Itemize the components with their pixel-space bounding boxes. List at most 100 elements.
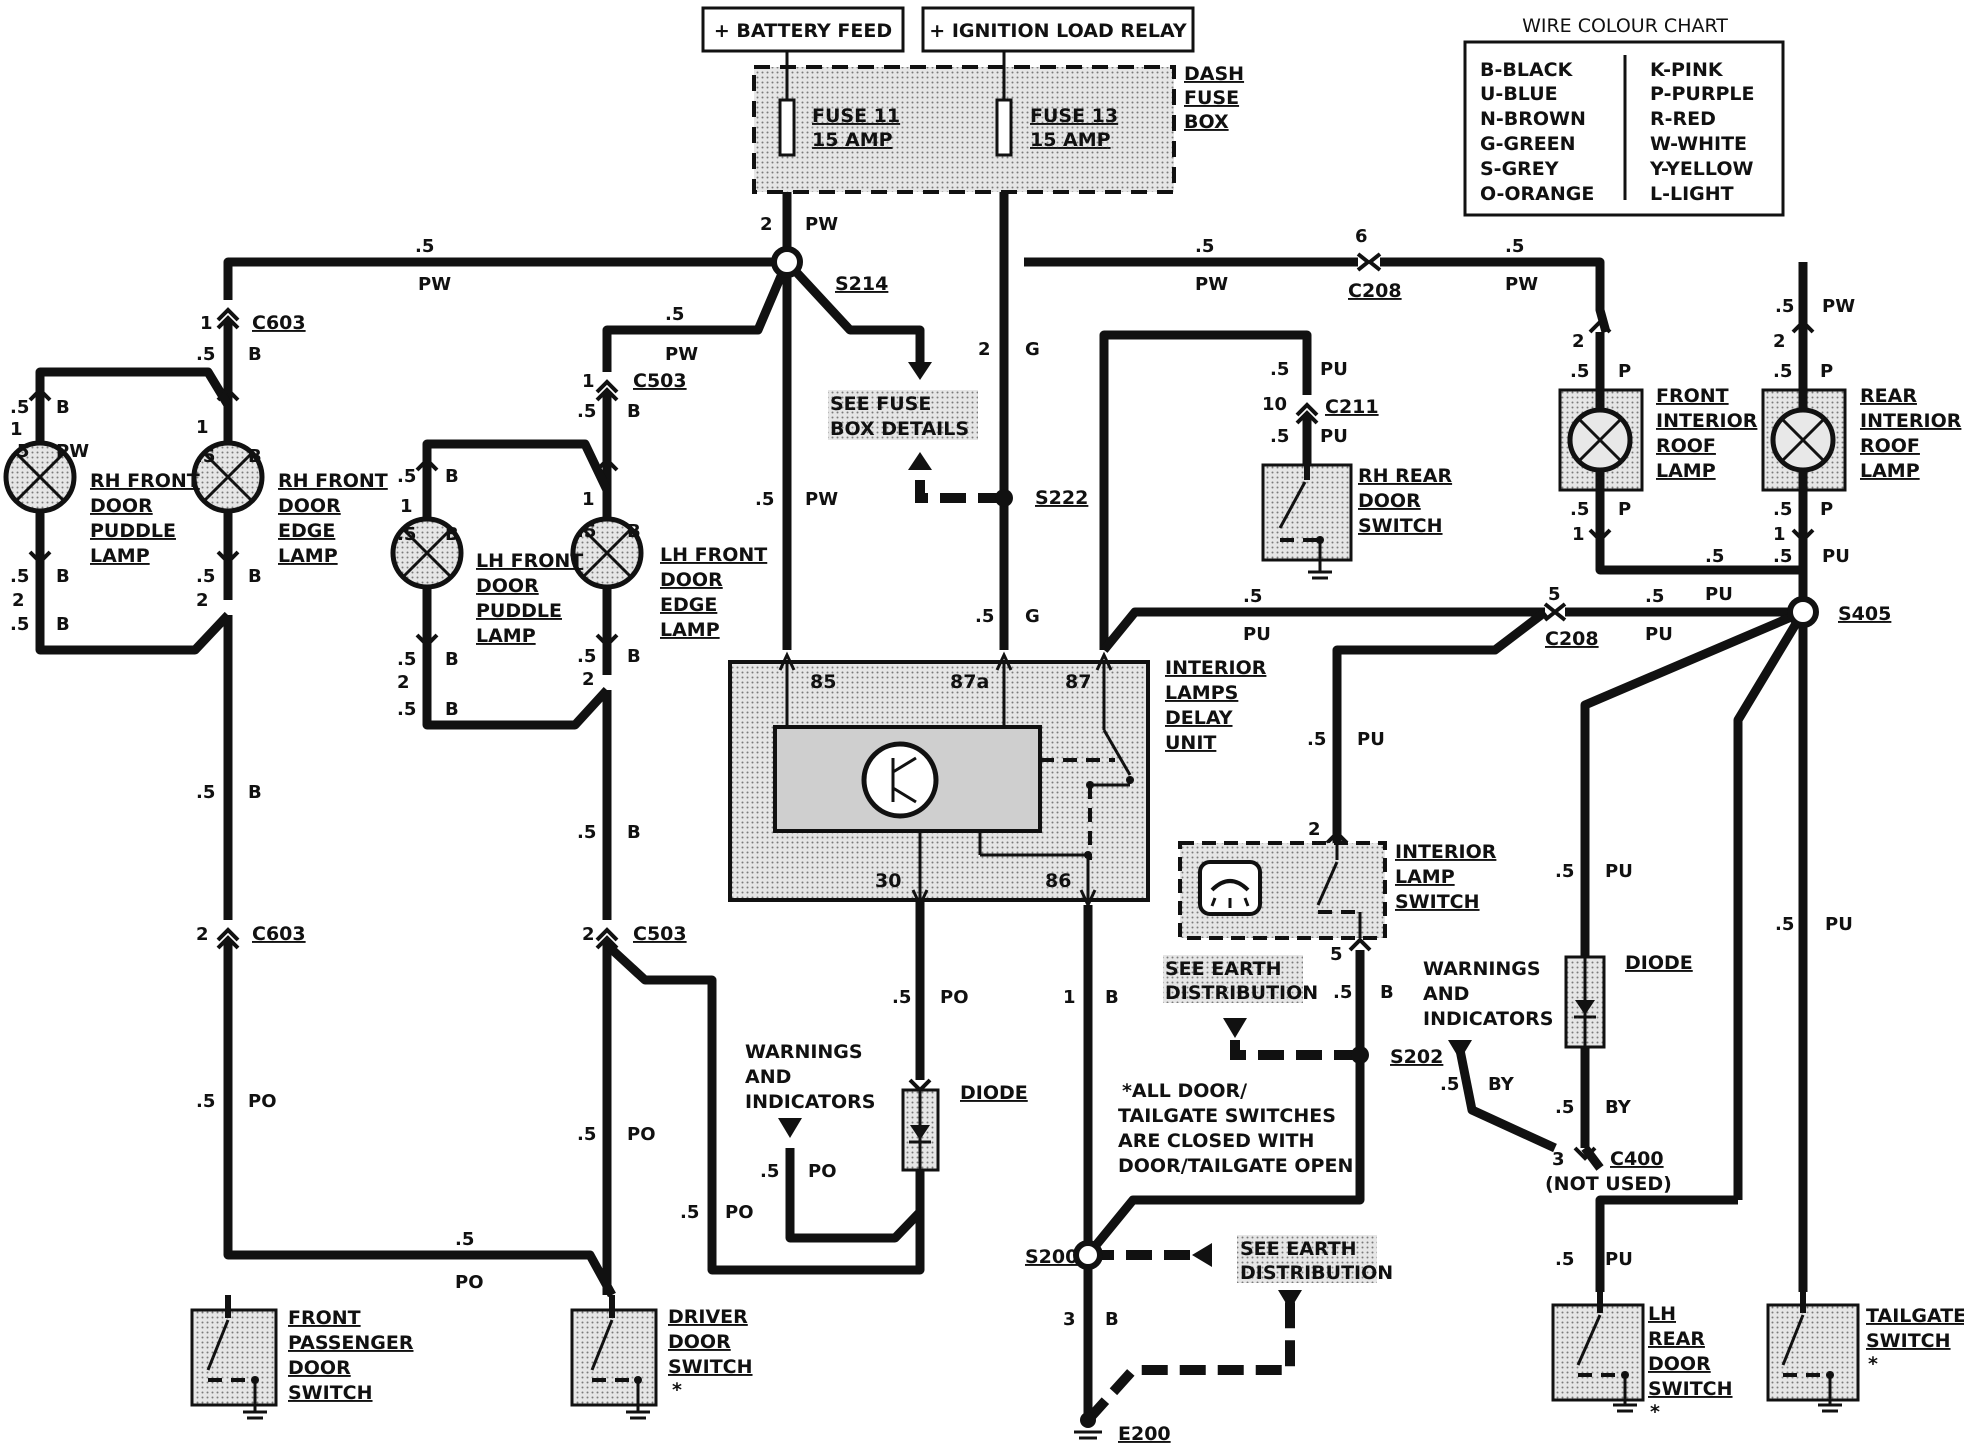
svg-text:DASH: DASH: [1184, 63, 1244, 85]
arrows: [778, 362, 1472, 1310]
svg-text:EDGE: EDGE: [278, 520, 335, 542]
see-fuse-box-details-note: SEE FUSE BOX DETAILS: [828, 390, 978, 440]
svg-text:1: 1: [1572, 524, 1585, 545]
lh-front-door-edge-lamp-symbol: [570, 490, 644, 635]
see-earth-distribution-note-1: SEE EARTH DISTRIBUTION: [1163, 955, 1318, 1004]
ignition-load-relay-box: + IGNITION LOAD RELAY: [921, 6, 1195, 53]
svg-text:2: 2: [12, 590, 25, 611]
svg-text:C503: C503: [633, 923, 687, 945]
svg-text:W-WHITE: W-WHITE: [1650, 133, 1747, 155]
svg-text:DOOR: DOOR: [476, 575, 539, 597]
interior-lamps-delay-unit-label: INTERIOR LAMPS DELAY UNIT: [1165, 657, 1267, 754]
dash-fuse-box: FUSE 11 15 AMP FUSE 13 15 AMP: [752, 51, 1176, 194]
wire-colour-chart-title: WIRE COLOUR CHART: [1522, 15, 1728, 37]
svg-text:PU: PU: [1243, 624, 1271, 645]
svg-text:.5: .5: [1705, 546, 1724, 567]
svg-text:.5: .5: [577, 822, 596, 843]
front-passenger-door-switch-label: FRONT PASSENGER DOOR SWITCH: [288, 1307, 414, 1404]
svg-text:G-GREEN: G-GREEN: [1480, 133, 1576, 155]
relay-pin-labels: 85 87a 87 30 86: [810, 671, 1091, 892]
svg-text:.5: .5: [1555, 1097, 1574, 1118]
svg-text:S-GREY: S-GREY: [1480, 158, 1559, 180]
svg-text:.5: .5: [577, 521, 596, 542]
svg-text:.5: .5: [1195, 236, 1214, 257]
svg-text:PUDDLE: PUDDLE: [476, 600, 562, 622]
svg-text:2: 2: [582, 669, 595, 690]
splice-s405: [1787, 596, 1819, 628]
svg-text:2: 2: [1572, 331, 1585, 352]
svg-text:S222: S222: [1035, 487, 1088, 509]
svg-text:DISTRIBUTION: DISTRIBUTION: [1240, 1262, 1393, 1284]
warnings-indicators-left-note: WARNINGS AND INDICATORS: [745, 1041, 875, 1113]
svg-text:LAMPS: LAMPS: [1165, 682, 1238, 704]
svg-text:.5: .5: [577, 646, 596, 667]
svg-text:PO: PO: [808, 1161, 837, 1182]
svg-text:LH FRONT: LH FRONT: [476, 550, 583, 572]
svg-text:2: 2: [196, 590, 209, 611]
diode-right-label: DIODE: [1625, 952, 1693, 974]
svg-text:.5: .5: [755, 489, 774, 510]
svg-text:FUSE: FUSE: [1184, 87, 1239, 109]
rh-rear-door-switch-label: RH REAR DOOR SWITCH: [1358, 465, 1452, 537]
svg-text:DRIVER: DRIVER: [668, 1306, 748, 1328]
svg-text:SEE EARTH: SEE EARTH: [1240, 1238, 1357, 1260]
svg-text:.5: .5: [665, 304, 684, 325]
wire-colour-chart: WIRE COLOUR CHART B-BLACK U-BLUE N-BROWN…: [1463, 15, 1785, 217]
svg-text:.5: .5: [1270, 359, 1289, 380]
svg-text:ROOF: ROOF: [1656, 435, 1716, 457]
arrow-earth-1: [1223, 1018, 1247, 1038]
interior-lamps-delay-unit-symbol: [728, 651, 1150, 909]
svg-text:BY: BY: [1488, 1074, 1515, 1095]
svg-text:85: 85: [810, 671, 836, 693]
svg-text:1: 1: [582, 489, 595, 510]
svg-text:.5: .5: [760, 1161, 779, 1182]
svg-text:REAR: REAR: [1860, 385, 1917, 407]
svg-text:PO: PO: [627, 1124, 656, 1145]
svg-text:O-ORANGE: O-ORANGE: [1480, 183, 1594, 205]
svg-text:P: P: [1618, 361, 1631, 382]
svg-text:B: B: [1105, 987, 1119, 1008]
svg-text:SWITCH: SWITCH: [1395, 891, 1480, 913]
arrow-to-fuse-details: [908, 362, 932, 380]
svg-text:PW: PW: [56, 441, 89, 462]
tailgate-switch-symbol: [1766, 1292, 1860, 1413]
svg-text:LH: LH: [1648, 1303, 1676, 1325]
svg-text:DOOR/TAILGATE OPEN: DOOR/TAILGATE OPEN: [1118, 1155, 1353, 1177]
lh-front-door-puddle-lamp-symbol: [390, 470, 464, 635]
svg-text:2: 2: [978, 339, 991, 360]
svg-text:UNIT: UNIT: [1165, 732, 1216, 754]
svg-text:SWITCH: SWITCH: [1866, 1330, 1951, 1352]
svg-text:DOOR: DOOR: [278, 495, 341, 517]
splice-s200: [1073, 1240, 1103, 1270]
rear-interior-roof-lamp-symbol: [1761, 332, 1847, 530]
diode-left-symbol: [901, 1088, 940, 1172]
svg-text:.5: .5: [1243, 586, 1262, 607]
svg-text:B: B: [248, 782, 262, 803]
svg-text:*: *: [1650, 1401, 1660, 1423]
svg-text:DOOR: DOOR: [668, 1331, 731, 1353]
svg-text:.5: .5: [196, 782, 215, 803]
svg-text:C208: C208: [1545, 628, 1599, 650]
svg-text:L-LIGHT: L-LIGHT: [1650, 183, 1734, 205]
wire-annotations: .5 PW 2 PW .5 PW 6 .5 PW .5 PW .5 PW 2 G…: [10, 214, 1855, 1330]
svg-text:PW: PW: [805, 214, 838, 235]
svg-text:1: 1: [10, 419, 23, 440]
svg-text:R-RED: R-RED: [1650, 108, 1716, 130]
svg-text:.5: .5: [680, 1202, 699, 1223]
svg-text:DOOR: DOOR: [288, 1357, 351, 1379]
svg-text:N-BROWN: N-BROWN: [1480, 108, 1586, 130]
svg-text:2: 2: [1773, 331, 1786, 352]
svg-text:B: B: [627, 521, 641, 542]
svg-text:.5: .5: [196, 1091, 215, 1112]
svg-text:DOOR: DOOR: [1358, 490, 1421, 512]
warnings-indicators-right-note: WARNINGS AND INDICATORS: [1423, 958, 1553, 1030]
svg-text:INTERIOR: INTERIOR: [1165, 657, 1267, 679]
svg-text:RH FRONT: RH FRONT: [90, 470, 200, 492]
svg-text:SWITCH: SWITCH: [668, 1356, 753, 1378]
svg-text:AND: AND: [1423, 983, 1469, 1005]
earth-e200-symbol: [1074, 1412, 1102, 1440]
svg-text:PW: PW: [665, 344, 698, 365]
svg-text:P: P: [1820, 361, 1833, 382]
rh-front-door-edge-lamp-label: RH FRONT DOOR EDGE LAMP: [278, 470, 388, 567]
